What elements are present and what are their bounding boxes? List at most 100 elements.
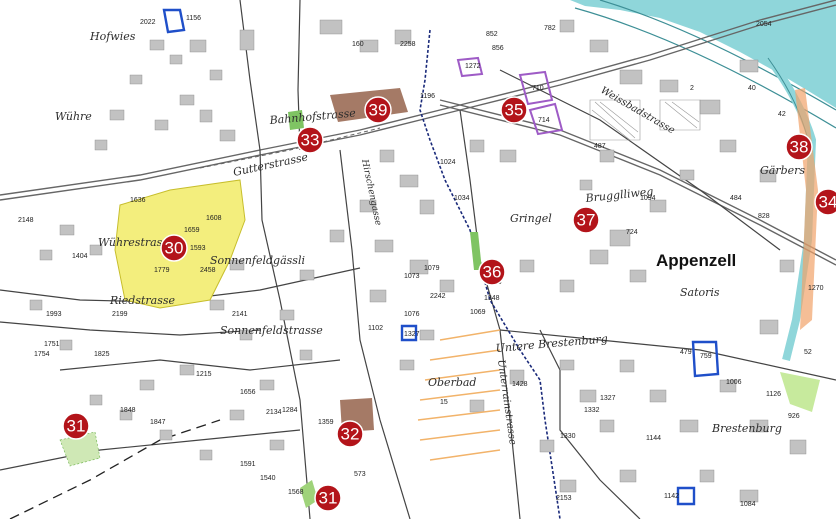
parcel-label: 1825 — [94, 351, 110, 358]
marker-37[interactable]: 37 — [572, 206, 600, 234]
parcel-label: 2258 — [400, 41, 416, 48]
hatched-areas — [589, 99, 701, 141]
parcel-label: 1568 — [288, 489, 304, 496]
parcel-label: 484 — [730, 195, 742, 202]
parcel-label: 714 — [538, 117, 550, 124]
parcel-label: 1359 — [318, 419, 334, 426]
parcel-label: 782 — [544, 25, 556, 32]
place-brestenburg: Brestenburg — [711, 422, 782, 435]
parcel-label: 1847 — [150, 419, 166, 426]
parcel-label: 926 — [788, 413, 800, 420]
zone-33-green — [288, 110, 304, 130]
street-sonnenfeldstrasse: Sonnenfeldstrasse — [220, 324, 323, 337]
parcel-label: 1142 — [664, 493, 679, 500]
parcel-label: 1084 — [740, 501, 756, 508]
parcel-label: 852 — [486, 31, 498, 38]
marker-39[interactable]: 39 — [364, 96, 392, 124]
marker-31-west[interactable]: 31 — [62, 412, 90, 440]
parcel-label: 2458 — [200, 267, 216, 274]
parcel-label: 15 — [440, 399, 448, 406]
svg-text:33: 33 — [301, 131, 320, 150]
parcel-label: 1404 — [72, 253, 88, 260]
parcel-label: 2134 — [266, 409, 282, 416]
parcel-label: 1751 — [44, 341, 60, 348]
marker-31-south[interactable]: 31 — [314, 484, 342, 512]
street-wuhrestrasse: Wührestrasse — [98, 236, 175, 249]
parcel-label: 1659 — [184, 227, 200, 234]
parcel-label: 1327 — [600, 395, 616, 402]
parcel-label: 1327 — [404, 331, 420, 338]
parcel-label: 828 — [758, 213, 770, 220]
marker-35[interactable]: 35 — [500, 96, 528, 124]
place-oberbad: Oberbad — [428, 376, 476, 389]
place-appenzell: Appenzell — [656, 251, 736, 270]
parcel-label: 1636 — [130, 197, 146, 204]
parcel-label: 1102 — [368, 325, 383, 332]
parcel-label: 1330 — [560, 433, 576, 440]
parcel-label: 479 — [680, 349, 692, 356]
parcel-label: 2141 — [232, 311, 248, 318]
parcel-label: 2 — [690, 85, 694, 92]
parcel-label: 1196 — [420, 93, 435, 100]
parcel-label: 1006 — [726, 379, 742, 386]
parcel-label: 1034 — [454, 195, 470, 202]
svg-text:38: 38 — [790, 138, 809, 157]
svg-text:39: 39 — [369, 101, 388, 120]
zone-35-outlines — [456, 56, 564, 136]
parcel-label: 2054 — [756, 21, 772, 28]
place-gringel: Gringel — [510, 212, 552, 225]
svg-text:37: 37 — [577, 211, 596, 230]
parcel-label: 42 — [778, 111, 786, 118]
parcel-label: 1848 — [120, 407, 136, 414]
buildings — [29, 19, 807, 503]
zone-36-green — [470, 232, 482, 270]
blue-parcels — [162, 8, 720, 506]
parcel-label: 1348 — [484, 295, 500, 302]
parcel-label: 1284 — [282, 407, 298, 414]
place-hofwies: Hofwies — [89, 30, 136, 43]
parcel-label: 487 — [594, 143, 606, 150]
svg-text:36: 36 — [483, 263, 502, 282]
svg-text:34: 34 — [819, 193, 836, 212]
parcel-label: 1073 — [404, 273, 420, 280]
marker-34[interactable]: 34 — [814, 188, 836, 216]
marker-32[interactable]: 32 — [336, 420, 364, 448]
parcel-label: 573 — [354, 471, 366, 478]
place-wuhre: Wühre — [55, 110, 92, 123]
svg-text:35: 35 — [505, 101, 524, 120]
parcel-label: 1591 — [240, 461, 256, 468]
parcel-label: 1076 — [404, 311, 420, 318]
parcel-label: 1215 — [196, 371, 212, 378]
parcel-label: 1270 — [808, 285, 824, 292]
parcel-label: 2242 — [430, 293, 446, 300]
parcel-label: 160 — [352, 41, 364, 48]
marker-38[interactable]: 38 — [785, 133, 813, 161]
svg-text:30: 30 — [165, 239, 184, 258]
parcel-label: 1993 — [46, 311, 62, 318]
parcel-label: 724 — [626, 229, 638, 236]
marker-30[interactable]: 30 — [160, 234, 188, 262]
parcel-label: 1593 — [190, 245, 206, 252]
zone-31-green-b — [59, 431, 101, 467]
parcel-label: 2199 — [112, 311, 128, 318]
parcel-label: 1126 — [766, 391, 781, 398]
zone-green-light — [780, 372, 820, 412]
svg-text:32: 32 — [341, 425, 360, 444]
parcel-label: 1094 — [640, 195, 656, 202]
parcel-label: 1144 — [646, 435, 661, 442]
parcel-label: 1079 — [424, 265, 440, 272]
parcel-label: 2153 — [556, 495, 572, 502]
parcel-label: 1428 — [512, 381, 528, 388]
marker-36[interactable]: 36 — [478, 258, 506, 286]
marker-33[interactable]: 33 — [296, 126, 324, 154]
parcel-label: 52 — [804, 349, 812, 356]
zone-31-green-a — [300, 480, 318, 508]
parcel-numbers: 1156 2022 2258 160 852 856 1272 710 714 … — [18, 15, 824, 508]
parcel-label: 2022 — [140, 19, 156, 26]
parcel-label: 1332 — [584, 407, 600, 414]
parcel-label: 1608 — [206, 215, 222, 222]
parcel-label: 1272 — [465, 63, 481, 70]
parcel-label: 856 — [492, 45, 504, 52]
parcel-label: 1069 — [470, 309, 486, 316]
